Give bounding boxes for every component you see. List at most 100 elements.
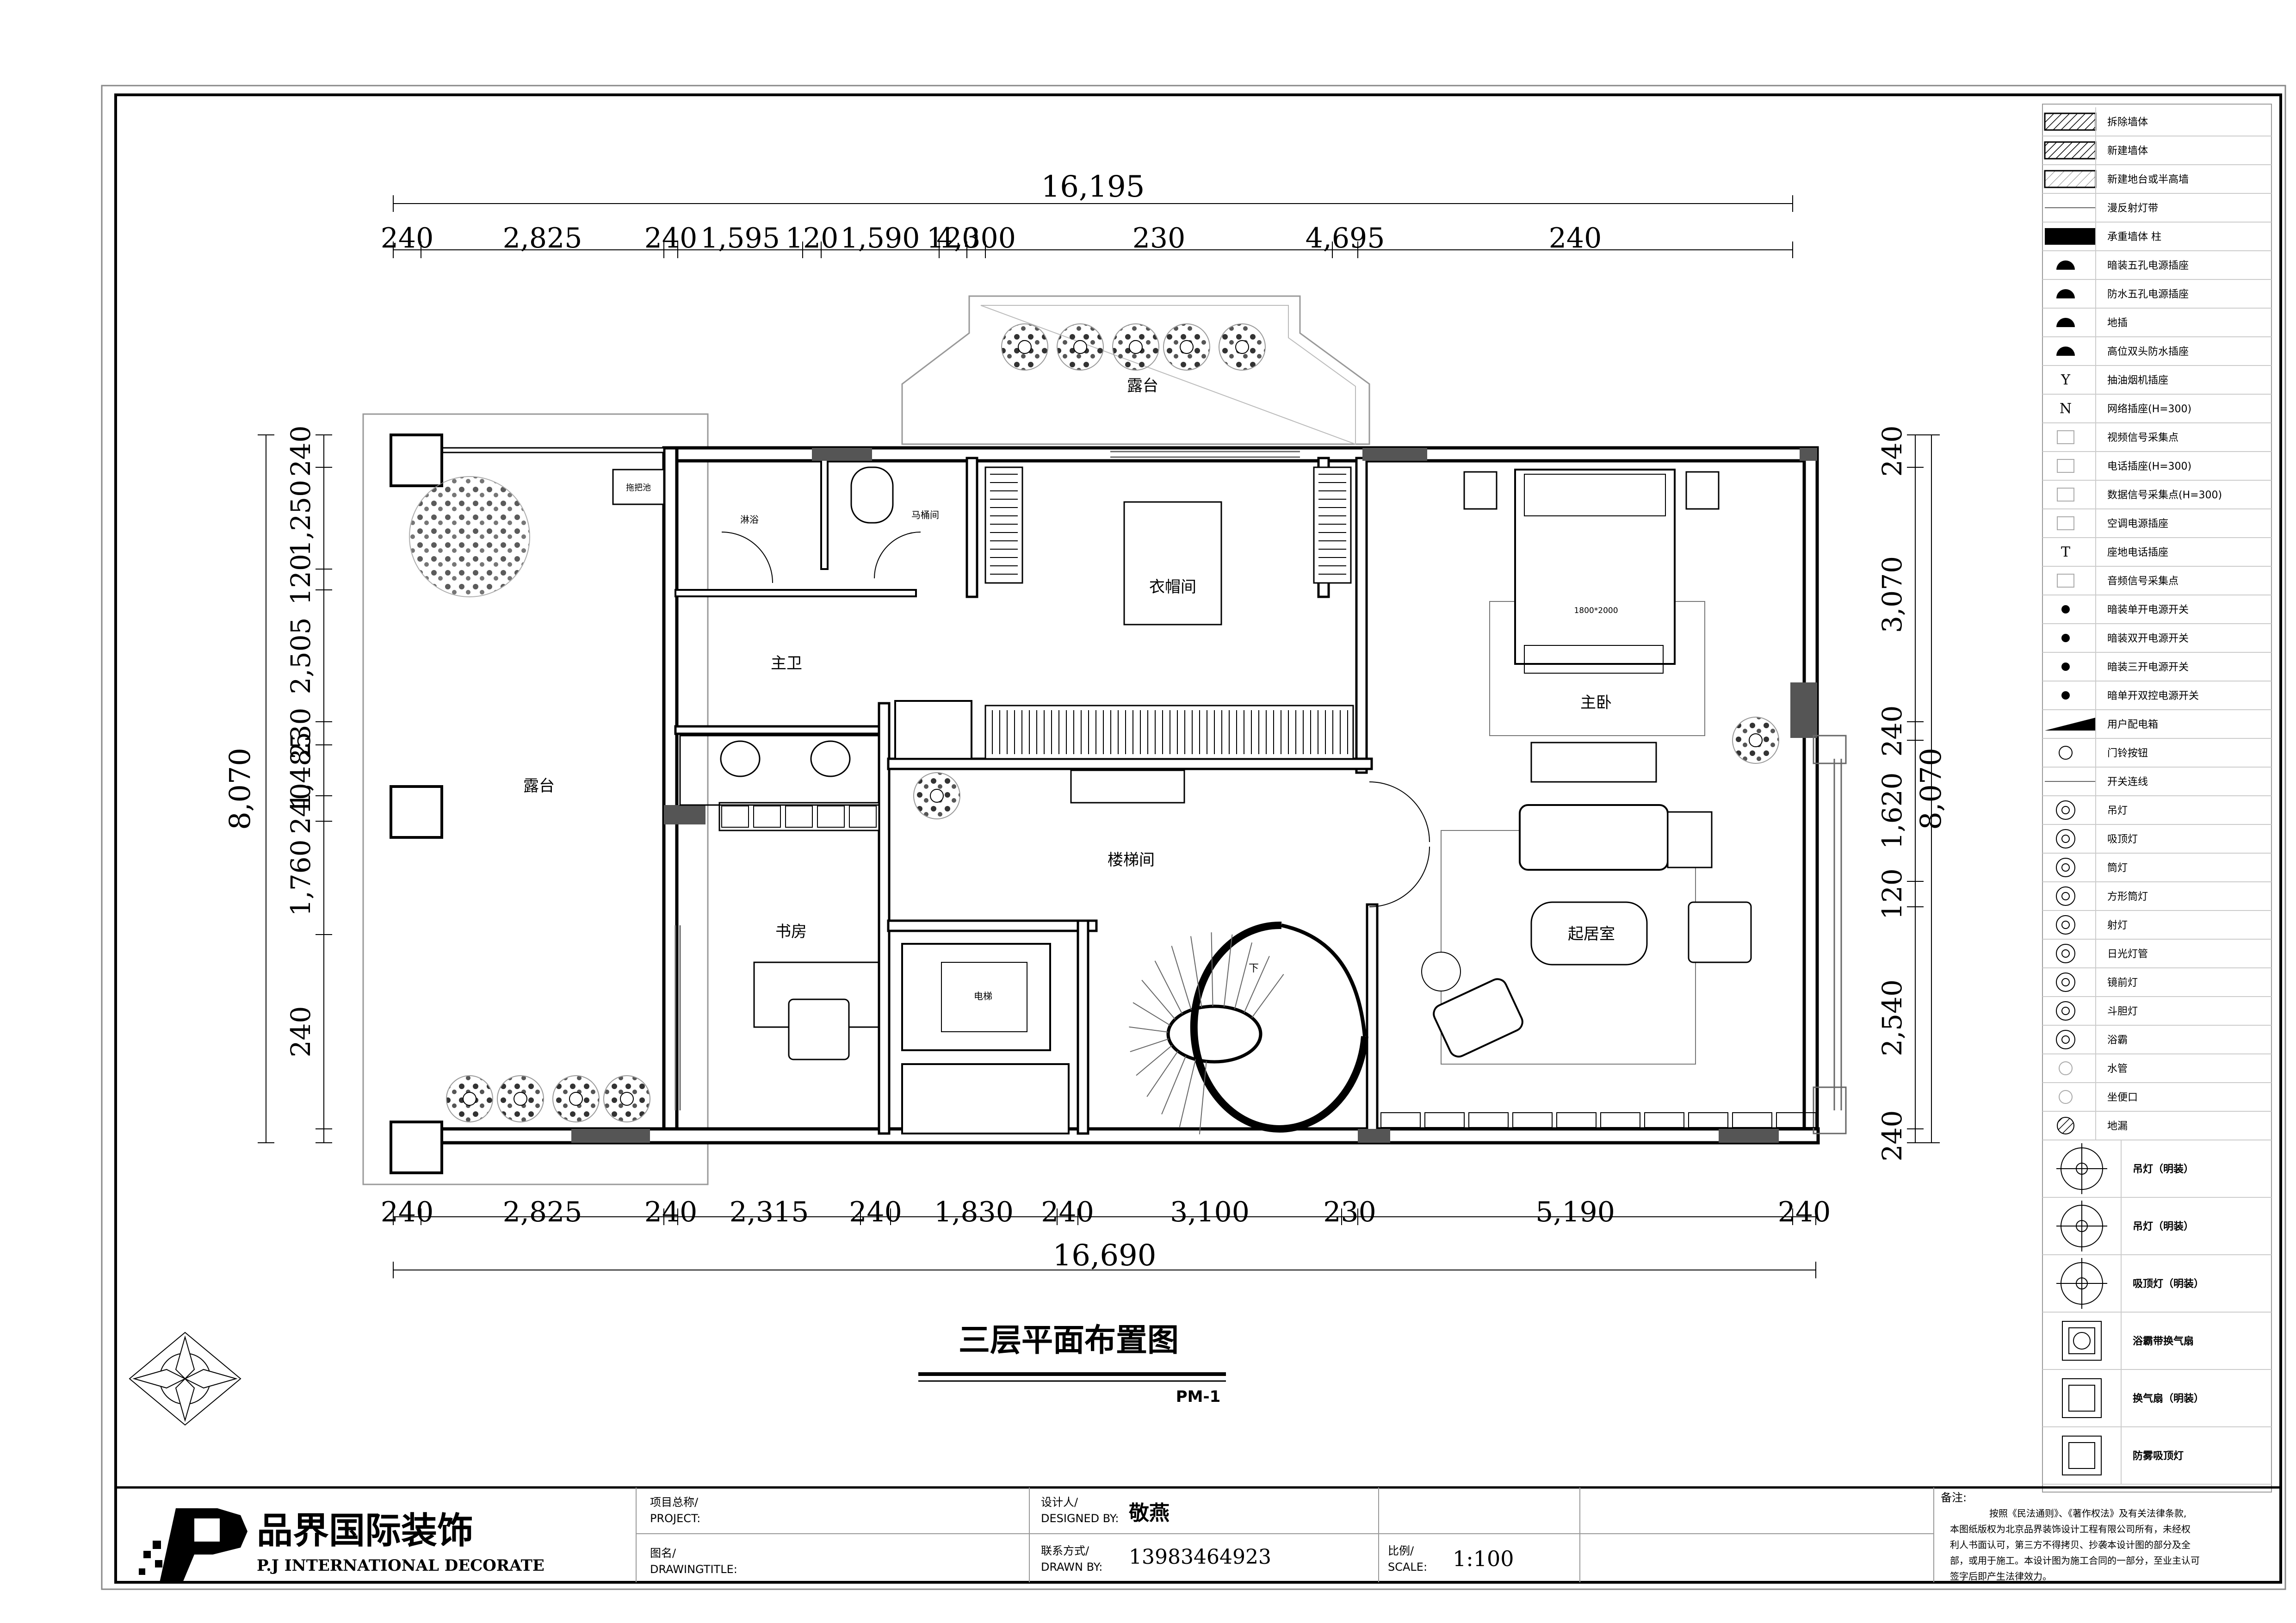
legend-label: 音频信号采集点 [2107,576,2178,587]
bottom-dim-8: 230 [1323,1196,1376,1228]
legend-socket-icon [2057,516,2074,530]
outer-frame [101,85,2286,1590]
legend-dot-icon [2061,634,2070,642]
legend-label: 暗装三开电源开关 [2107,662,2189,673]
legend-label: 高位双头防水插座 [2107,346,2189,358]
label-living: 起居室 [1568,925,1615,943]
legend-label: 防水五孔电源插座 [2107,289,2189,300]
right-dim-1: 3,070 [1876,556,1908,633]
left-dim-0: 240 [285,426,316,477]
top-dim-2: 240 [644,222,698,254]
label-master-bath: 主卫 [771,654,802,673]
legend-Y-icon: Y [2061,372,2071,388]
bottom-dim-1: 2,825 [503,1196,582,1228]
bottom-dim-6: 240 [1041,1196,1094,1228]
tree [409,476,530,597]
legend-dot-icon [2061,605,2070,613]
legend-dot-icon [2061,663,2070,671]
legend-label: 斗胆灯 [2107,1006,2138,1017]
legend-grille-icon [2056,1001,2075,1021]
right-dim-5: 2,540 [1876,979,1908,1056]
legend-socket-icon [2057,459,2074,473]
legend-label: 用户配电箱 [2107,719,2158,731]
legend-socket-icon [2057,430,2074,444]
legend-label: 新建墙体 [2107,145,2148,157]
legend-label: 换气扇（明装） [2133,1393,2204,1405]
label-stairwell: 楼梯间 [1108,851,1155,869]
legend-label: 浴霸带换气扇 [2133,1335,2194,1347]
scale-label-cn: 比例/ [1388,1544,1414,1557]
legend-label: 暗装单开电源开关 [2107,604,2189,616]
elevator-shaft [901,943,1051,1051]
tv-console [1530,742,1657,783]
legend-pendant-icon [2056,800,2075,820]
vanity [679,735,880,806]
drawing-code: PM-1 [1176,1388,1221,1406]
legend-hatch-icon [2044,112,2097,131]
svg-text:T: T [2061,544,2070,560]
left-dim-4: 230 [285,708,316,759]
top-dim-total: 16,195 [1041,170,1145,204]
legend-socket-icon [2057,488,2074,502]
label-shower: 淋浴 [740,514,759,525]
left-dim-total: 8,070 [223,748,257,830]
legend-label: 坐便口 [2107,1092,2138,1103]
terrace-posts [390,434,443,1174]
bed [1514,469,1676,665]
copyright-notes: 按照《民法通则》、《著作权法》及有关法律条款,本图纸版权为北京品界装饰设计工程有… [1950,1508,2200,1582]
left-dim-8: 240 [285,1006,316,1058]
top-dim-8: 230 [1133,222,1186,254]
svg-text:Y: Y [2061,372,2071,388]
dimension-lines [258,195,1940,1278]
designer-label-cn: 设计人/ [1041,1496,1078,1509]
legend-label: 吊灯 [2107,805,2128,817]
legend-label: 防雾吸顶灯 [2133,1450,2184,1462]
legend-T-icon: T [2061,544,2070,560]
legend-circle-icon [2059,746,2073,760]
legend-half-circle-icon [2056,260,2075,270]
toilet [850,466,894,524]
right-dim-total: 8,070 [1914,748,1948,830]
legend-label: 视频信号采集点 [2107,432,2178,444]
legend-square-lamp-icon [2056,886,2075,906]
plant-icon [446,1075,493,1122]
label-stairs-down: 下 [1249,963,1259,974]
legend-socket-icon [2057,574,2074,588]
legend-label: 镜前灯 [2107,977,2138,989]
legend-ceiling-a-icon [2056,1258,2107,1309]
compass-icon [129,1332,241,1426]
legend-dot-icon [2061,691,2070,700]
contact-label-en: DRAWN BY: [1041,1561,1102,1573]
svg-text:N: N [2060,401,2072,417]
label-bed-size: 1800*2000 [1574,606,1618,615]
legend-label: 承重墙体 柱 [2107,231,2161,243]
legend-half-circle-icon [2056,289,2075,298]
spiral-stair [1166,921,1368,1133]
legend-small-circle-icon [2059,1061,2073,1075]
legend-label: 暗装五孔电源插座 [2107,260,2189,272]
left-dim-6: 240 [285,783,316,834]
drawing-title: 三层平面布置图 [959,1322,1179,1359]
label-terrace-left: 露台 [523,777,555,795]
legend-label: 座地电话插座 [2107,547,2168,558]
note-line: 按照《民法通则》、《著作权法》及有关法律条款, [1989,1508,2186,1519]
top-dim-5: 1,590 [841,222,920,254]
right-dim-2: 240 [1876,706,1908,757]
contact-label-cn: 联系方式/ [1041,1544,1089,1557]
right-dim-3: 1,620 [1876,772,1908,849]
plant-icon [603,1075,650,1122]
recliner [1433,978,1523,1058]
legend-ceiling-icon [2056,829,2075,849]
plant-icon [1163,323,1210,371]
legend-label: 开关连线 [2107,776,2148,788]
label-master-bedroom: 主卧 [1580,694,1612,712]
legend-wedge-icon [2045,718,2096,731]
legend-label: 数据信号采集点(H=300) [2107,489,2222,501]
legend-label: 拆除墙体 [2107,117,2148,128]
legend-label: 射灯 [2107,920,2128,931]
floor-plan: 露台 露台 拖把池 淋浴 马桶间 衣帽间 主卫 主卧 1800*2000 楼梯间… [129,295,1847,1426]
title-block: 品界国际装饰 P.J INTERNATIONAL DECORATE 项目总称/ … [116,1486,2281,1582]
right-dim-0: 240 [1876,426,1908,477]
plant-icon [1057,323,1104,371]
